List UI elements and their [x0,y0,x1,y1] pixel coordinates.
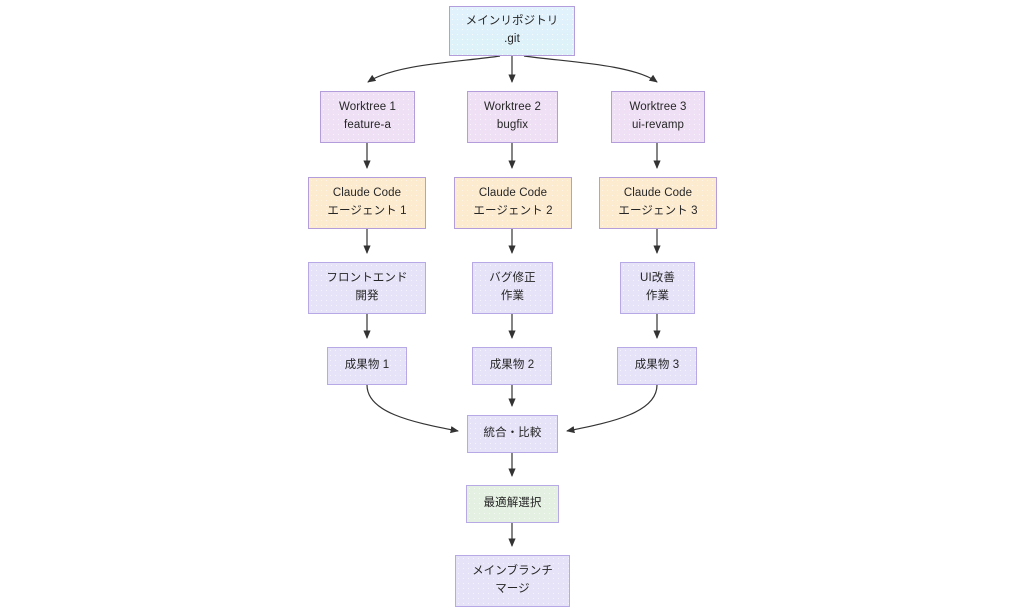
edge-artifact1-merge [366,384,459,434]
node-main-branch-merge-line-1: メインブランチ [472,565,553,578]
node-claude-code-agent-2-line-2: エージェント 2 [473,205,553,217]
node-integrate-compare[interactable]: 統合・比較 [467,415,558,453]
node-claude-code-agent-2-line-1: Claude Code [478,187,548,200]
node-artifact-1-line-1: 成果物 1 [344,359,390,372]
node-main-branch-merge[interactable]: メインブランチ マージ [455,555,570,607]
node-worktree-3[interactable]: Worktree 3 ui-revamp [611,91,705,143]
node-worktree-1[interactable]: Worktree 1 feature-a [320,91,415,143]
node-claude-code-agent-1-line-2: エージェント 1 [327,205,407,217]
node-main-repository[interactable]: メインリポジトリ .git [449,6,575,56]
edge-artifact3-merge [566,384,658,434]
node-claude-code-agent-3-line-2: エージェント 3 [618,205,698,217]
node-main-branch-merge-line-2: マージ [495,583,530,595]
node-claude-code-agent-3-line-1: Claude Code [623,187,693,200]
node-artifact-2[interactable]: 成果物 2 [472,347,552,385]
edge-root-worktree1 [367,55,501,83]
node-frontend-development[interactable]: フロントエンド 開発 [308,262,426,314]
node-worktree-1-line-2: feature-a [344,119,391,131]
node-frontend-development-line-1: フロントエンド [326,272,408,285]
node-bugfix-work-line-1: バグ修正 [489,272,536,285]
node-artifact-2-line-1: 成果物 2 [489,359,535,372]
node-claude-code-agent-3[interactable]: Claude Code エージェント 3 [599,177,717,229]
node-artifact-1[interactable]: 成果物 1 [327,347,407,385]
node-worktree-2-line-2: bugfix [496,119,529,131]
node-select-optimal-solution-line-1: 最適解選択 [483,497,542,510]
node-integrate-compare-line-1: 統合・比較 [483,427,542,440]
node-select-optimal-solution[interactable]: 最適解選択 [466,485,559,523]
node-main-repository-line-2: .git [504,33,520,45]
node-worktree-2[interactable]: Worktree 2 bugfix [467,91,558,143]
node-artifact-3-line-1: 成果物 3 [634,359,680,372]
node-worktree-3-line-1: Worktree 3 [629,101,687,114]
node-ui-improvement-work-line-1: UI改善 [640,272,675,285]
node-main-repository-line-1: メインリポジトリ [465,15,559,28]
node-worktree-2-line-1: Worktree 2 [483,101,542,114]
edge-root-worktree3 [523,55,658,83]
node-bugfix-work[interactable]: バグ修正 作業 [472,262,553,314]
node-worktree-1-line-1: Worktree 1 [338,101,397,114]
node-frontend-development-line-2: 開発 [355,290,379,302]
node-ui-improvement-work-line-2: 作業 [645,290,670,302]
node-artifact-3[interactable]: 成果物 3 [617,347,697,385]
node-ui-improvement-work[interactable]: UI改善 作業 [620,262,695,314]
node-claude-code-agent-2[interactable]: Claude Code エージェント 2 [454,177,572,229]
node-claude-code-agent-1[interactable]: Claude Code エージェント 1 [308,177,426,229]
node-bugfix-work-line-2: 作業 [500,290,525,302]
node-claude-code-agent-1-line-1: Claude Code [332,187,402,200]
node-worktree-3-line-2: ui-revamp [631,119,685,131]
